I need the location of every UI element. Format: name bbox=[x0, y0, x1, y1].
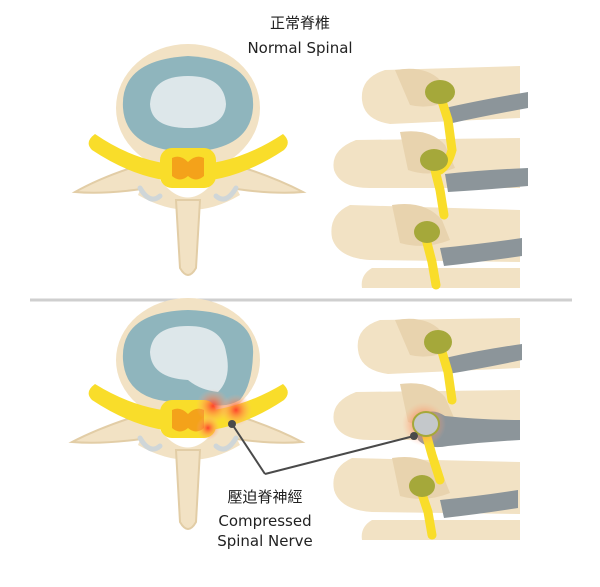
normal-spine-label-en: Normal Spinal bbox=[247, 39, 353, 57]
normal-spine-lateral bbox=[331, 66, 528, 290]
compression-pointer bbox=[231, 423, 415, 475]
compressed-nerve-label-zh: 壓迫脊神經 bbox=[227, 488, 303, 506]
normal-vertebra-axial bbox=[71, 44, 307, 276]
compressed-spine-lateral bbox=[333, 318, 522, 540]
compressed-vertebra-axial bbox=[68, 298, 306, 530]
inflammation-spot bbox=[196, 416, 220, 440]
compressed-nerve-label-en-line2: Spinal Nerve bbox=[217, 532, 313, 550]
inflammation-spot bbox=[220, 394, 252, 426]
normal-spine-label-zh: 正常脊椎 bbox=[269, 14, 330, 32]
compressed-nerve-label-en-line1: Compressed bbox=[218, 512, 312, 530]
